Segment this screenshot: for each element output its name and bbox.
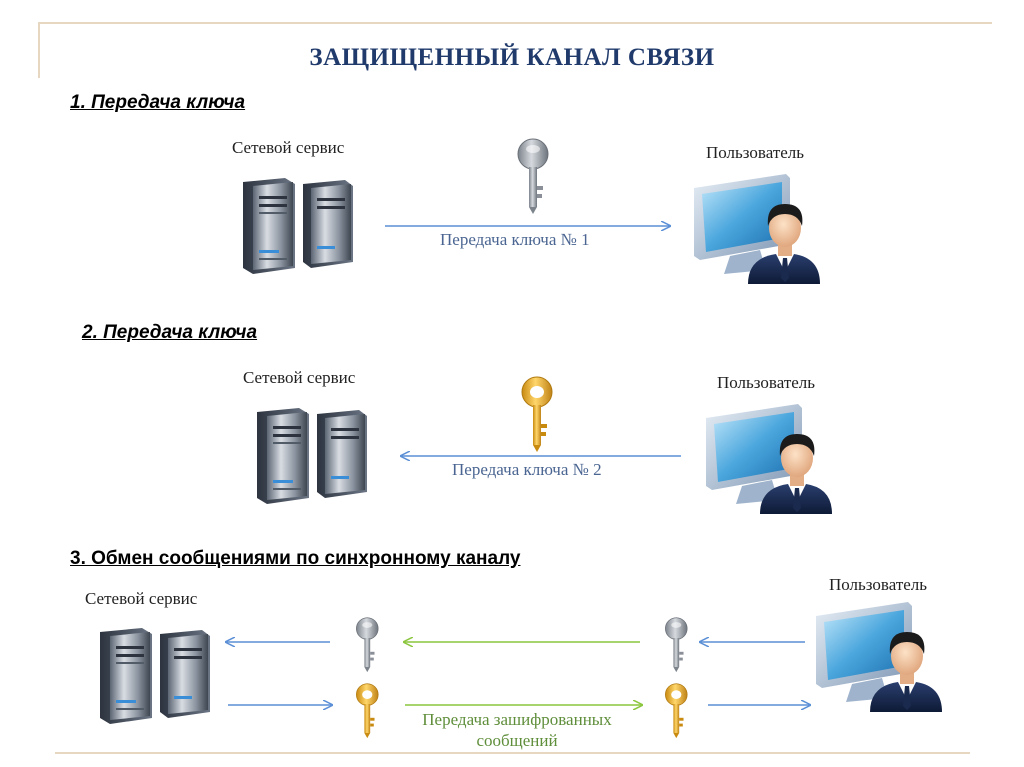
grey-key-icon: [665, 617, 688, 673]
section-1-heading: 1. Передача ключа: [70, 92, 246, 113]
section-3-user-label: Пользователь: [829, 575, 928, 594]
user-computer-icon: [706, 404, 832, 514]
section-1-user-label: Пользователь: [706, 143, 805, 162]
section-2-server-label: Сетевой сервис: [243, 368, 356, 387]
user-computer-icon: [694, 174, 820, 284]
frame-bottom-line: [55, 752, 970, 754]
grey-key-icon: [517, 138, 549, 215]
server-icon: [100, 628, 210, 724]
section-1-server-label: Сетевой сервис: [232, 138, 345, 157]
frame-top-line: [38, 22, 992, 24]
frame-left-line: [38, 22, 40, 78]
section-1-arrow-label: Передача ключа № 1: [440, 230, 590, 249]
section-3-arrow-label-line1: Передача зашифрованных: [422, 710, 612, 729]
page-title: ЗАЩИЩЕННЫЙ КАНАЛ СВЯЗИ: [309, 44, 715, 71]
section-3-arrow-label: Передача зашифрованных сообщений: [404, 709, 630, 751]
section-2-heading: 2. Передача ключа: [82, 322, 258, 343]
grey-key-icon: [356, 617, 379, 673]
user-computer-icon: [816, 602, 942, 712]
server-icon: [243, 178, 353, 274]
section-3-arrow-label-line2: сообщений: [476, 731, 558, 750]
section-2-arrow-label: Передача ключа № 2: [452, 460, 602, 479]
gold-key-icon: [521, 376, 553, 453]
section-3-heading: 3. Обмен сообщениями по синхронному кана…: [70, 548, 521, 569]
server-icon: [257, 408, 367, 504]
section-2-user-label: Пользователь: [717, 373, 816, 392]
gold-key-icon: [665, 683, 688, 739]
section-3-server-label: Сетевой сервис: [85, 589, 198, 608]
gold-key-icon: [356, 683, 379, 739]
